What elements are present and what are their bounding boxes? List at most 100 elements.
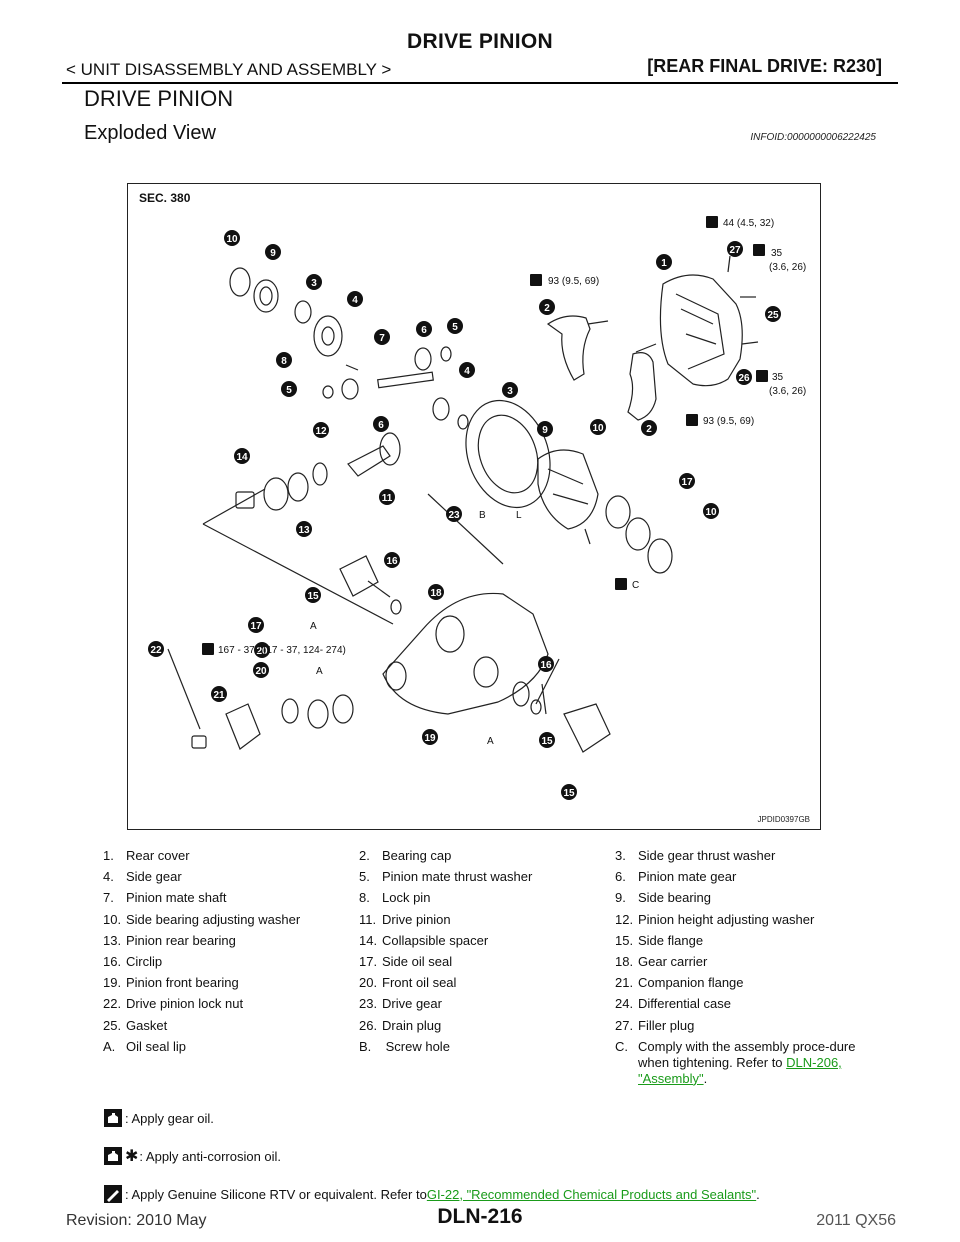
subsection-title: Exploded View	[84, 122, 216, 144]
svg-text:15: 15	[307, 591, 319, 602]
legend-cell: 11.Drive pinion	[359, 912, 615, 928]
legend-text: Screw hole	[382, 1038, 450, 1054]
legend-text: Companion flange	[638, 975, 744, 991]
figure-sec-label: SEC. 380	[139, 191, 191, 205]
svg-text:18: 18	[430, 588, 442, 599]
legend-text-c: Comply with the assembly proce-dure when…	[638, 1039, 871, 1087]
label-c: C	[632, 580, 639, 591]
footer-model: 2011 QX56	[816, 1212, 896, 1229]
section-tag: [REAR FINAL DRIVE: R230]	[647, 56, 882, 76]
legend-cell: 17.Side oil seal	[359, 954, 615, 970]
legend-text: Drive pinion	[382, 911, 451, 927]
legend-cell: 18.Gear carrier	[615, 954, 871, 970]
legend-text: Bearing cap	[382, 848, 452, 863]
legend-num: 8.	[359, 890, 370, 906]
bearing-cap-upper	[546, 315, 591, 381]
svg-text:3: 3	[507, 386, 513, 397]
footer-page-number: DLN-216	[437, 1205, 523, 1228]
legend-cell: 22.Drive pinion lock nut	[103, 996, 359, 1012]
legend-text: Side flange	[638, 932, 704, 948]
legend-cell: 27.Filler plug	[615, 1018, 871, 1034]
note-text: : Apply Genuine Silicone RTV or equivale…	[125, 1186, 427, 1202]
torque-35-b: 35	[772, 372, 784, 383]
svg-text:5: 5	[286, 385, 292, 396]
legend-cell: 23.Drive gear	[359, 996, 615, 1012]
legend-num: 19.	[103, 975, 122, 991]
side-bearing-9-upper	[253, 279, 279, 313]
legend-text: Gear carrier	[638, 953, 708, 969]
svg-text:10: 10	[705, 507, 717, 518]
legend-cell: 8.Lock pin	[359, 890, 615, 906]
torque-35-a-sub: (3.6, 26)	[769, 262, 806, 273]
legend-cell: 15.Side flange	[615, 933, 871, 949]
side-flange-lower	[563, 703, 611, 753]
legend-cell-b: B. Screw hole	[359, 1039, 615, 1055]
legend-cell: 24.Differential case	[615, 996, 871, 1012]
legend-num: 6.	[615, 869, 626, 885]
page-header-title: DRIVE PINION	[407, 30, 553, 53]
svg-text:10: 10	[592, 423, 604, 434]
legend-num: 26.	[359, 1017, 378, 1033]
asterisk-icon: ✱	[125, 1148, 139, 1165]
legend-text: Pinion rear bearing	[126, 932, 236, 948]
rear-cover	[659, 274, 743, 387]
legend-num: 10.	[103, 911, 122, 927]
legend-num: 27.	[615, 1017, 634, 1033]
svg-text:9: 9	[270, 248, 276, 259]
note-text: : Apply anti-corrosion oil.	[139, 1148, 282, 1164]
exploded-view-figure: SEC. 380	[127, 183, 821, 830]
legend-text: Circlip	[126, 953, 163, 969]
chemical-products-link[interactable]: GI-22, "Recommended Chemical Products an…	[426, 1186, 757, 1202]
info-id: INFOID:0000000006222425	[750, 132, 876, 143]
svg-text:6: 6	[421, 325, 427, 336]
svg-text:13: 13	[298, 525, 310, 536]
legend-num: 12.	[615, 911, 634, 927]
bearing-cap-lower	[627, 352, 657, 421]
legend-cell: 21.Companion flange	[615, 975, 871, 991]
svg-text:14: 14	[236, 452, 248, 463]
anti-corrosion-oil-icon	[104, 1147, 122, 1165]
legend-cell: 13.Pinion rear bearing	[103, 933, 359, 949]
legend-cell-a: A. Oil seal lip	[103, 1039, 359, 1055]
figure-id: JPDID0397GB	[757, 815, 810, 824]
svg-text:4: 4	[464, 366, 470, 377]
legend-num: 1.	[103, 848, 114, 863]
legend-text: Oil seal lip	[126, 1038, 186, 1054]
legend-text: Drive gear	[382, 996, 442, 1012]
legend-num: 5.	[359, 869, 370, 885]
legend-c-end: .	[703, 1070, 708, 1086]
side-gear-4-upper	[313, 315, 343, 357]
assembly-link[interactable]: DLN-206, "Assembly"	[638, 1054, 842, 1086]
legend-num: 9.	[615, 890, 626, 906]
legend-c-text: Comply with the assembly proce-dure when…	[638, 1038, 856, 1070]
gear-carrier	[382, 592, 549, 715]
legend-num: 7.	[103, 890, 114, 906]
svg-text:11: 11	[382, 493, 393, 504]
legend-text: Pinion mate thrust washer	[382, 869, 533, 885]
svg-text:7: 7	[379, 333, 385, 344]
note-rtv: : Apply Genuine Silicone RTV or equivale…	[103, 1182, 760, 1206]
svg-text:21: 21	[213, 690, 225, 701]
legend-num: B.	[359, 1038, 372, 1054]
legend-text: Pinion mate gear	[638, 869, 737, 885]
svg-text:1: 1	[661, 258, 667, 269]
differential-case	[537, 449, 599, 530]
svg-text:6: 6	[378, 420, 384, 431]
legend-text: Side gear	[126, 869, 182, 885]
legend-cell: 2.Bearing cap	[359, 848, 615, 864]
legend-text: Side bearing adjusting washer	[126, 911, 301, 927]
label-a-2: A	[316, 666, 323, 677]
legend-text: Drain plug	[382, 1017, 442, 1033]
legend-text: Gasket	[126, 1017, 168, 1033]
legend-cell: 9.Side bearing	[615, 890, 871, 906]
legend-num: 24.	[615, 996, 634, 1012]
pinion-mate-gear-upper	[414, 347, 432, 371]
pinion-mate-shaft	[377, 371, 434, 389]
companion-flange	[225, 703, 261, 750]
